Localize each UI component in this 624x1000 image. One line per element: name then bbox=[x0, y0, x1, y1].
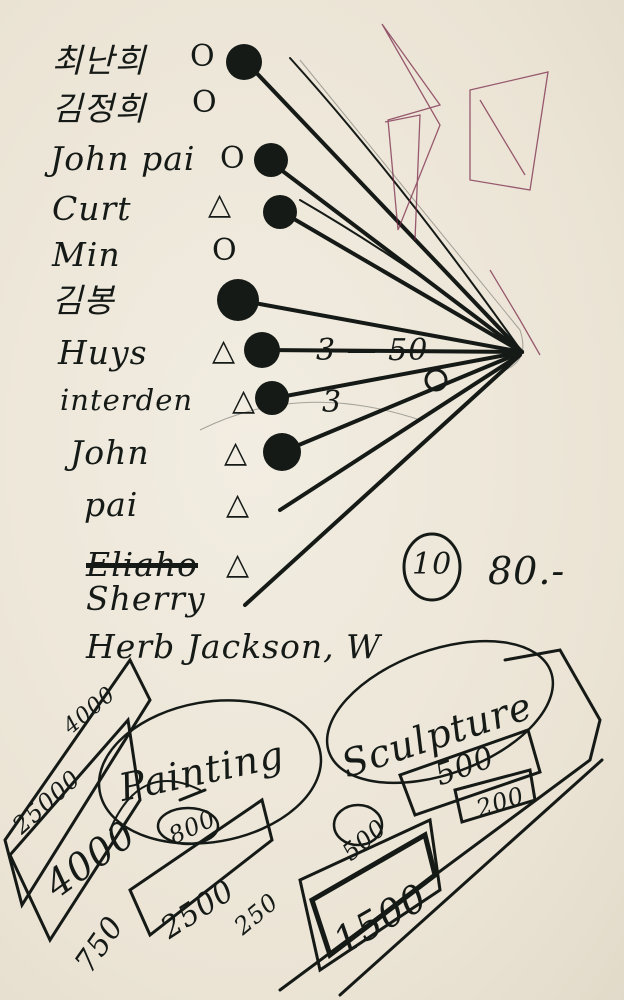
name-row-8: interden bbox=[60, 383, 194, 417]
name-row-7: Huys bbox=[58, 333, 148, 372]
extra-name-sherry: Sherry bbox=[86, 579, 206, 618]
attendance-mark: △ bbox=[224, 435, 249, 470]
name-row-3: John pai bbox=[50, 139, 196, 178]
extra-name-herb-jackson: Herb Jackson, W bbox=[86, 627, 382, 666]
attendance-mark: O bbox=[190, 39, 216, 74]
attendance-mark: △ bbox=[212, 333, 237, 368]
name-row-2: 김정희 bbox=[52, 89, 147, 128]
price-note: 3 — 50 bbox=[316, 333, 429, 368]
circled-ten: 10 bbox=[412, 547, 453, 582]
attendance-mark: △ bbox=[208, 187, 233, 222]
name-row-4: Curt bbox=[52, 189, 132, 228]
attendance-mark: △ bbox=[226, 487, 251, 522]
price-note: 3 bbox=[322, 385, 343, 420]
attendance-mark: O bbox=[212, 233, 238, 268]
name-row-1: 최난희 bbox=[52, 41, 147, 80]
attendance-mark: O bbox=[220, 141, 246, 176]
name-row-5: Min bbox=[52, 235, 121, 274]
name-row-6: 김봉 bbox=[52, 281, 115, 320]
name-row-10: pai bbox=[84, 485, 139, 524]
attendance-mark: △ bbox=[226, 547, 251, 582]
attendance-mark: O bbox=[192, 85, 218, 120]
eighty-note: 80.- bbox=[488, 549, 566, 593]
name-row-11-crossed-out: Eliaho bbox=[86, 545, 198, 584]
attendance-mark: △ bbox=[232, 383, 257, 418]
name-row-9: John bbox=[70, 433, 150, 472]
